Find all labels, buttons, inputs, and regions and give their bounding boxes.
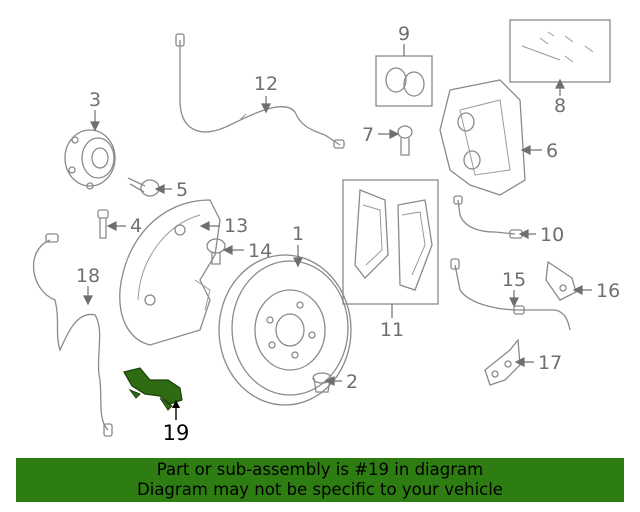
part-11-brake-pads xyxy=(342,179,439,305)
callout-5: 5 xyxy=(176,179,188,201)
callout-11: 11 xyxy=(380,319,404,341)
part-7-bleed-screw xyxy=(397,125,413,156)
part-10-sensor-wire xyxy=(453,195,523,239)
part-5-bolt xyxy=(127,177,160,197)
part-13-dust-shield xyxy=(119,199,221,346)
banner-line-1: Part or sub-assembly is #19 in diagram xyxy=(156,460,484,479)
callout-16: 16 xyxy=(596,280,620,302)
banner-line-2: Diagram may not be specific to your vehi… xyxy=(137,480,503,499)
callout-1: 1 xyxy=(292,223,304,245)
part-12-wear-sensor-wire xyxy=(175,33,345,149)
part-14-bolt xyxy=(206,238,226,265)
callout-13: 13 xyxy=(224,215,248,237)
callout-9: 9 xyxy=(398,23,410,45)
callout-6: 6 xyxy=(546,140,558,162)
callout-leaders xyxy=(83,44,592,420)
part-18-abs-sensor-wire xyxy=(33,233,113,437)
callout-19-highlighted: 19 xyxy=(163,421,190,445)
part-15-brake-hose xyxy=(450,258,571,331)
callout-17: 17 xyxy=(538,352,562,374)
callout-3: 3 xyxy=(89,89,101,111)
part-4-stud xyxy=(97,209,109,239)
part-8-hardware-kit xyxy=(509,19,611,83)
part-16-bracket xyxy=(545,260,577,301)
callout-2: 2 xyxy=(346,371,358,393)
part-17-bracket xyxy=(484,338,521,386)
part-3-wheel-hub xyxy=(64,129,116,190)
part-19-bracket-highlighted xyxy=(123,367,183,411)
info-banner: Part or sub-assembly is #19 in diagram D… xyxy=(16,458,624,502)
part-1-brake-rotor xyxy=(218,254,352,406)
exploded-parts-diagram: 1 2 3 4 5 6 7 8 9 10 11 12 13 14 15 16 1… xyxy=(33,19,620,445)
callout-14: 14 xyxy=(248,240,272,262)
part-6-caliper xyxy=(439,79,526,196)
callout-7: 7 xyxy=(362,124,374,146)
callout-18: 18 xyxy=(76,265,100,287)
callout-12: 12 xyxy=(254,73,278,95)
callout-10: 10 xyxy=(540,224,564,246)
callout-4: 4 xyxy=(130,215,142,237)
callout-15: 15 xyxy=(502,269,526,291)
part-9-seal-kit xyxy=(375,55,433,107)
callout-8: 8 xyxy=(554,95,566,117)
